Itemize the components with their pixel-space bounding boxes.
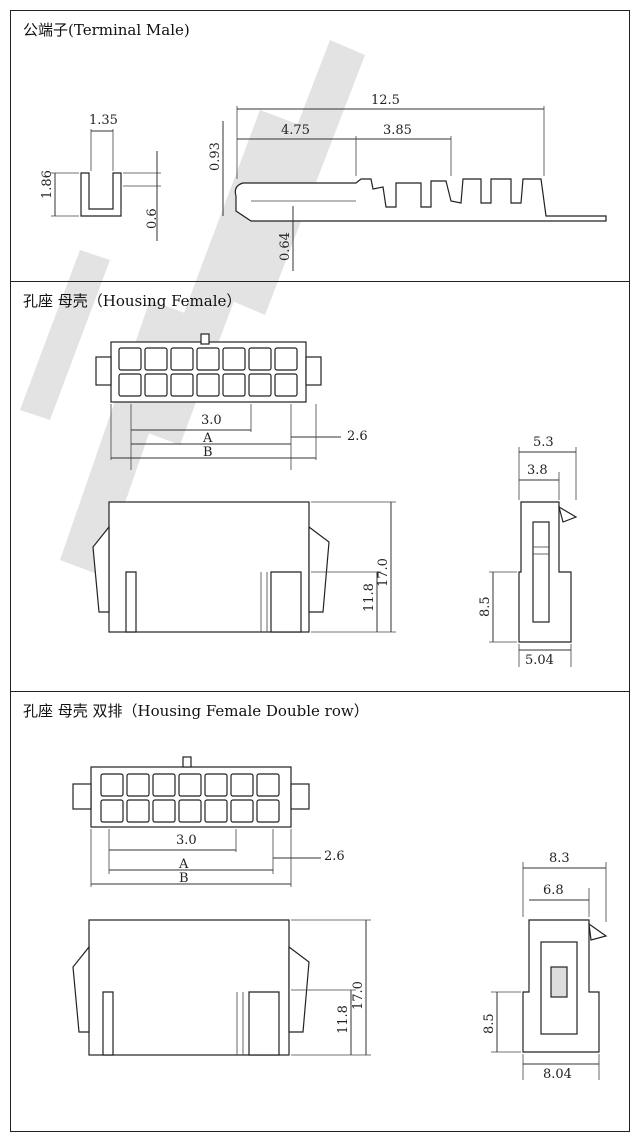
side-latch-left — [92, 525, 110, 613]
cavity-cell — [222, 373, 246, 397]
cavity-cell — [230, 799, 254, 823]
cavity-cell — [274, 347, 298, 371]
cavity-cell — [144, 373, 168, 397]
double-dim-A: A — [178, 857, 189, 872]
cavity-grid — [118, 347, 298, 397]
cavity-cell — [170, 373, 194, 397]
cavity-cell — [152, 773, 176, 797]
cavity-cell — [152, 799, 176, 823]
double-dim-11-8: 11.8 — [336, 1005, 351, 1034]
dim-0-93: 0.93 — [208, 142, 223, 171]
cavity-cell — [126, 799, 150, 823]
end-dim-8-5: 8.5 — [478, 596, 493, 617]
cavity-cell — [222, 347, 246, 371]
housing-dim-3-0: 3.0 — [201, 413, 222, 428]
end-dim-5-3: 5.3 — [533, 435, 554, 450]
terminal-profile — [234, 178, 607, 222]
right-latch — [305, 356, 322, 386]
cavity-cell — [256, 773, 280, 797]
end-dim-5-04: 5.04 — [525, 653, 554, 668]
dim-3-85: 3.85 — [383, 123, 412, 138]
cavity-cell — [144, 347, 168, 371]
cavity-cell — [178, 799, 202, 823]
cavity-cell — [178, 773, 202, 797]
cavity-cell — [100, 799, 124, 823]
housing-dim-11-8: 11.8 — [362, 583, 377, 612]
double-dim-2-6: 2.6 — [324, 849, 345, 864]
dim-0-64: 0.64 — [278, 232, 293, 261]
double-title: 孔座 母壳 双排（Housing Female Double row） — [23, 702, 369, 720]
dim-0-6: 0.6 — [145, 208, 160, 229]
side-latch-right — [308, 525, 330, 613]
terminal-male-panel: 公端子(Terminal Male) 1.35 1.86 0.6 12.5 4.… — [10, 10, 630, 282]
double-end-dim-8-3: 8.3 — [549, 851, 570, 866]
cavity-cell — [248, 373, 272, 397]
cavity-cell — [204, 799, 228, 823]
housing-dim-A: A — [202, 431, 213, 446]
housing-dim-B: B — [203, 445, 213, 460]
cavity-cell — [204, 773, 228, 797]
housing-double-row-panel: 孔座 母壳 双排（Housing Female Double row） 3.0 … — [10, 692, 630, 1132]
dim-12-5: 12.5 — [371, 93, 400, 108]
cavity-cell — [118, 347, 142, 371]
left-latch — [95, 356, 112, 386]
double-dim-3-0: 3.0 — [176, 833, 197, 848]
housing-drawing: 3.0 A B 2.6 11.8 17.0 — [92, 333, 578, 668]
cavity-cell — [230, 773, 254, 797]
terminal-cross-section — [80, 172, 122, 217]
cavity-cell — [256, 799, 280, 823]
housing-female-panel: 孔座 母壳（Housing Female） 3.0 A B 2.6 — [10, 282, 630, 692]
double-end-dim-6-8: 6.8 — [543, 883, 564, 898]
double-end-dim-8-04: 8.04 — [543, 1067, 572, 1082]
housing-title: 孔座 母壳（Housing Female） — [23, 292, 242, 310]
cavity-cell — [196, 373, 220, 397]
double-cavity-grid — [100, 773, 280, 823]
cavity-cell — [248, 347, 272, 371]
double-drawing: 3.0 A B 2.6 11.8 17.0 8.3 — [72, 756, 608, 1082]
dim-1-35: 1.35 — [89, 113, 118, 128]
double-dim-17-0: 17.0 — [351, 981, 366, 1010]
double-end-dim-8-5: 8.5 — [482, 1013, 497, 1034]
cavity-cell — [118, 373, 142, 397]
cavity-cell — [274, 373, 298, 397]
cavity-cell — [100, 773, 124, 797]
dim-1-86: 1.86 — [40, 170, 55, 199]
double-dim-B: B — [179, 871, 189, 886]
cavity-cell — [196, 347, 220, 371]
housing-dim-17-0: 17.0 — [376, 558, 391, 587]
terminal-drawing: 1.35 1.86 0.6 12.5 4.75 3.85 0.93 0.64 — [40, 93, 607, 271]
terminal-title: 公端子(Terminal Male) — [23, 21, 190, 39]
cavity-cell — [170, 347, 194, 371]
cavity-cell — [126, 773, 150, 797]
end-dim-3-8: 3.8 — [527, 463, 548, 478]
dim-4-75: 4.75 — [281, 123, 310, 138]
housing-dim-2-6: 2.6 — [347, 429, 368, 444]
